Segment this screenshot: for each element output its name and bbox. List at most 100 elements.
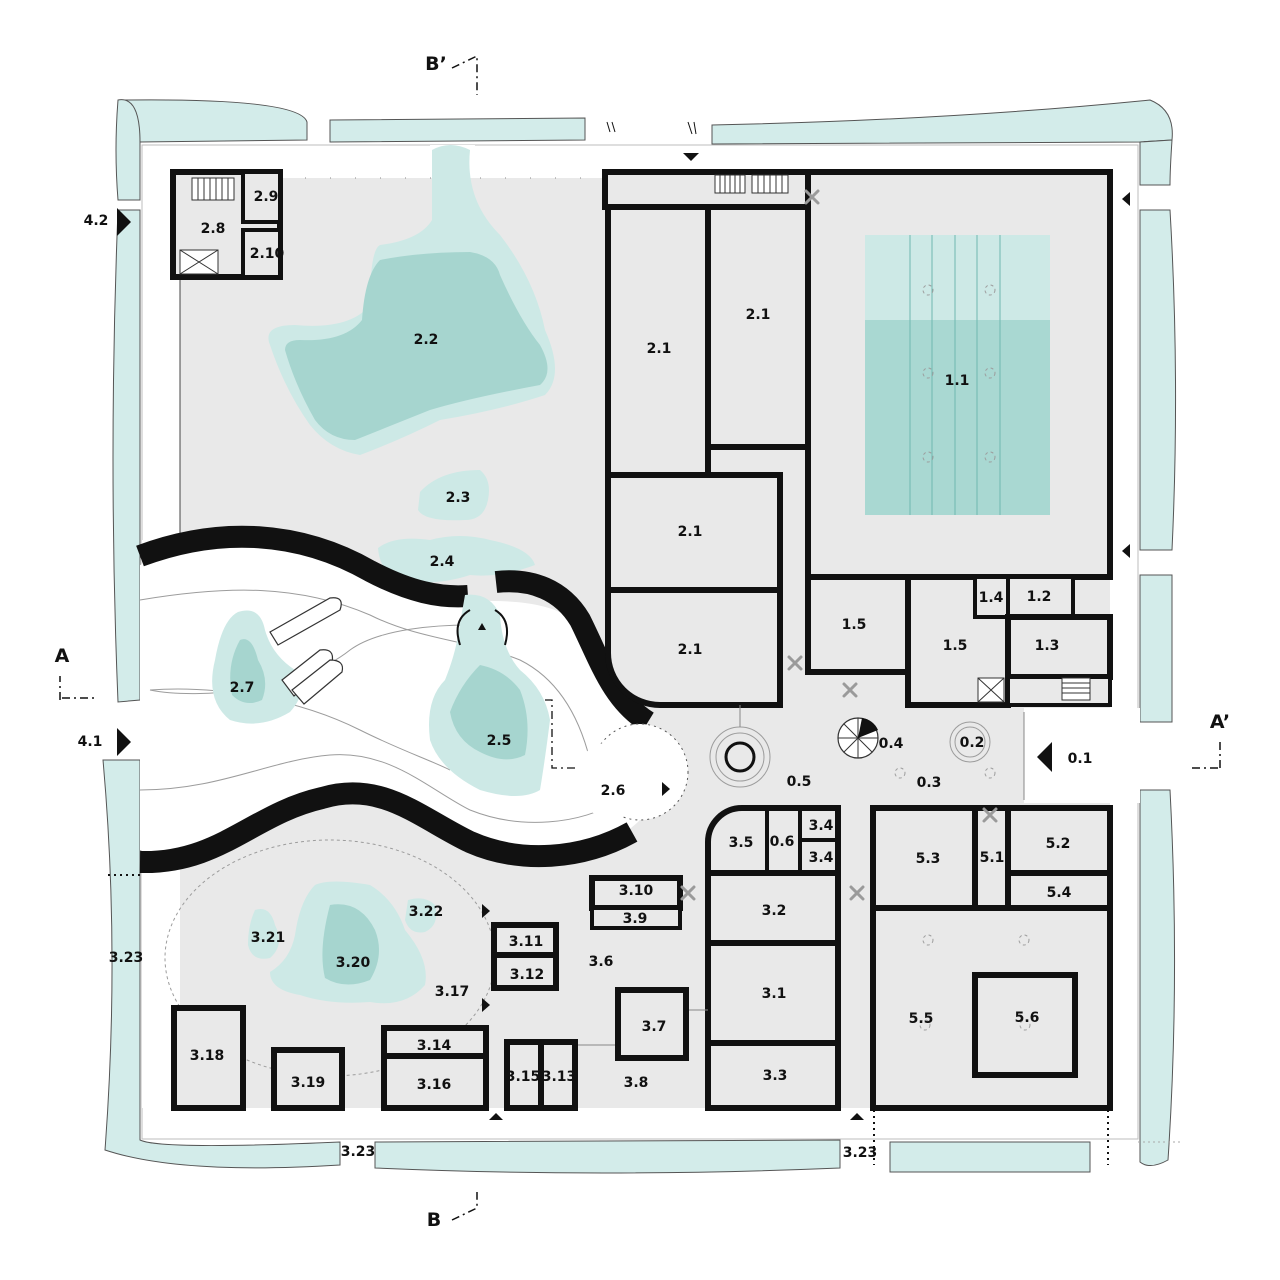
room-5-3-box: [870, 805, 978, 911]
opening-x: [680, 885, 696, 901]
room-label: 2.6: [601, 783, 626, 799]
room-label: 3.3: [763, 1068, 788, 1084]
room-label: 2.5: [487, 733, 512, 749]
room-label: 5.5: [909, 1011, 934, 1027]
room-label: 2.1: [678, 642, 703, 658]
room-label: 3.20: [336, 955, 371, 971]
pool-2-5-lens-left: [456, 609, 471, 646]
room-label: 3.13: [542, 1069, 577, 1085]
pool-2-7-inner: [230, 639, 266, 704]
courtyard-edge: [179, 177, 600, 540]
door-3-3[interactable]: [850, 1113, 864, 1120]
drain: [1018, 934, 1030, 946]
entrance-label-4-2: 4.2: [84, 213, 109, 229]
room-label: 3.8: [624, 1075, 649, 1091]
room-label: 3.17: [435, 984, 470, 1000]
room-label: 3.14: [417, 1038, 452, 1054]
moat-left-top: [115, 99, 141, 201]
lap-pool-lanes: [909, 235, 1001, 515]
pool-2-2-inner: [285, 252, 548, 440]
section-label-b-bottom: B: [427, 1209, 441, 1231]
room-label: 1.5: [943, 638, 968, 654]
lower-left-floor: [142, 860, 180, 1108]
moat-right-lower: [1139, 574, 1173, 723]
moat-left-middle: [112, 209, 141, 703]
room-label: 3.11: [509, 934, 544, 950]
opening-x: [849, 885, 865, 901]
pool-3-21: [248, 909, 279, 959]
room-3-7-box: [615, 987, 689, 1061]
drain: [984, 367, 996, 379]
room-label: 0.5: [787, 774, 812, 790]
room-2-1-a-box: [605, 204, 711, 478]
sports-building: [602, 153, 1130, 722]
room-label: 0.2: [960, 735, 985, 751]
door-top-building[interactable]: [683, 153, 699, 161]
moat-bottom-right: [889, 1141, 1091, 1173]
room-label: 3.2: [762, 903, 787, 919]
moat-left-bottom: [102, 759, 341, 1169]
stair-1-3-treads: [1062, 682, 1090, 694]
section-label-b-top: B’: [425, 53, 447, 75]
room-label: 2.10: [250, 246, 285, 262]
door-3-16[interactable]: [489, 1113, 503, 1120]
room-3-12-box: [491, 952, 559, 991]
door-pool-hall-upper[interactable]: [1122, 192, 1130, 206]
door-3-17-lower[interactable]: [482, 998, 490, 1012]
entrance-label-0-1: 0.1: [1068, 751, 1093, 767]
river-curve-1: [139, 589, 591, 761]
opening-x: [787, 655, 803, 671]
room-label: 3.9: [623, 911, 648, 927]
pool-2-5-lens-right: [494, 609, 508, 646]
room-label: 3.22: [409, 904, 444, 920]
room-label: 5.6: [1015, 1010, 1040, 1026]
room-label: 0.3: [917, 775, 942, 791]
spiral-stair-0-4-landing: [858, 718, 878, 738]
room-2-1-b-box: [705, 204, 811, 450]
room-label: 3.23: [109, 950, 144, 966]
room-3-11-box: [491, 922, 559, 958]
room-label: 3.23: [341, 1144, 376, 1160]
drain: [922, 934, 934, 946]
drain: [919, 1019, 931, 1031]
door-3-17-upper[interactable]: [482, 904, 490, 918]
room-5-2-box: [1005, 805, 1113, 876]
section-label-a-right: A’: [1210, 711, 1230, 733]
room-label: 3.4: [809, 850, 834, 866]
opening-x: [804, 189, 820, 205]
door-pool-hall-lower[interactable]: [1122, 544, 1130, 558]
entrance-4-1-marker[interactable]: [117, 728, 131, 756]
door-2-5[interactable]: [478, 623, 486, 630]
river-wall-top-left: [136, 525, 469, 608]
stair-2-8: [191, 177, 235, 201]
room-label: 5.4: [1047, 885, 1072, 901]
moat-bottom-middle: [374, 1139, 841, 1174]
river-curve-3: [149, 624, 471, 695]
room-label: 3.6: [589, 954, 614, 970]
room-label: 2.1: [746, 307, 771, 323]
pool-3-20-inner: [322, 904, 379, 985]
room-3-10-box: [589, 875, 683, 911]
column-ring-inner: [715, 732, 765, 782]
opening-x: [982, 807, 998, 823]
slide-upper: [269, 597, 342, 646]
opening-x: [842, 682, 858, 698]
drain: [922, 451, 934, 463]
room-3-14-box: [381, 1025, 489, 1059]
door-2-6[interactable]: [662, 782, 670, 796]
moat-right-upper: [1139, 209, 1177, 551]
entrance-0-1-marker[interactable]: [1037, 742, 1052, 772]
room-label: 1.1: [945, 373, 970, 389]
stair-2-8-treads: [197, 178, 229, 200]
room-1-3-box: [1005, 614, 1113, 680]
room-label: 2.1: [647, 341, 672, 357]
drain: [922, 284, 934, 296]
river-curve-4: [149, 688, 451, 771]
room-label: 2.9: [254, 189, 279, 205]
moat-right-bottom: [1139, 789, 1176, 1166]
room-label: 3.19: [291, 1075, 326, 1091]
room-label: 5.2: [1046, 836, 1071, 852]
entrance-4-2-marker[interactable]: [117, 208, 131, 236]
entrance-label-4-1: 4.1: [78, 734, 103, 750]
stair-top-2-treads: [757, 175, 783, 193]
